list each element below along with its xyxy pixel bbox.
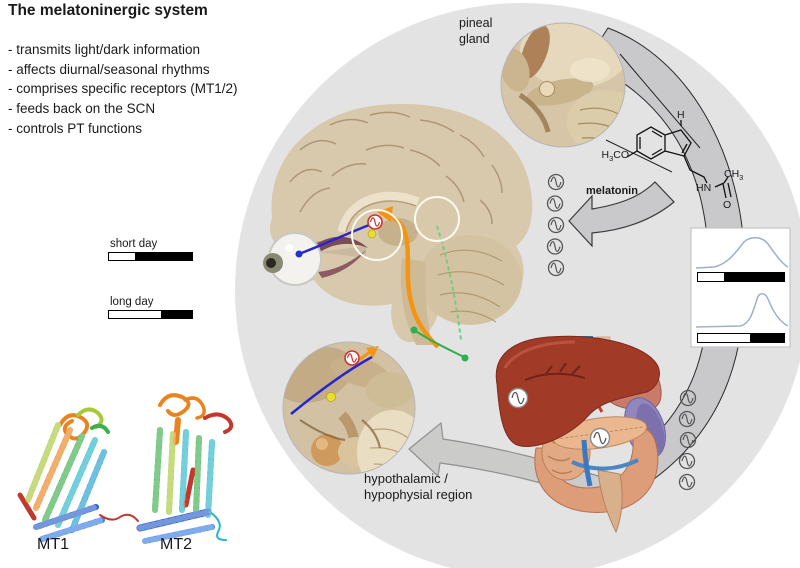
hypothalamic-inset (282, 341, 416, 475)
inset-scn-clock-icon (344, 350, 360, 366)
ring-nh-label: H (677, 109, 685, 121)
bullet-item: - affects diurnal/seasonal rhythms (8, 61, 210, 77)
melatonin-structure (626, 120, 732, 199)
long-day-bar (108, 310, 193, 319)
mt2-structure (136, 393, 234, 544)
retina-scn-tract (298, 222, 373, 256)
yellow-marker (326, 392, 336, 402)
liver-vessels (524, 362, 586, 381)
short-day-bar (108, 252, 193, 261)
long-day-label: long day (110, 296, 154, 308)
mt2-label: MT2 (160, 536, 192, 553)
mt1-label: MT1 (37, 536, 69, 553)
vein (571, 458, 639, 471)
organs-illustration (495, 335, 666, 534)
pineal-callout-line (605, 139, 673, 173)
hypothalamic-label: hypothalamic / hypophysial region (364, 471, 473, 502)
page-title: The melatoninergic system (8, 2, 208, 19)
yellow-marker (367, 229, 377, 239)
sympathetic-tract-dashed (436, 225, 462, 341)
melatonin-label: melatonin (586, 185, 638, 197)
colon (534, 428, 659, 513)
short-day-label: short day (110, 238, 158, 250)
methoxy-label: H3CO (601, 149, 629, 164)
profile-bar-long-day (697, 333, 785, 343)
hypothalamus-highlight-circle (351, 209, 403, 261)
pineal-callout-line (619, 53, 701, 149)
pancreas-clock-icon (589, 427, 611, 449)
melatonin-profile-panel (690, 227, 791, 348)
orange-arrowhead (377, 206, 393, 222)
orange-arrowhead (366, 346, 379, 358)
amide-hn-label: HN (696, 182, 712, 194)
profile-curve-long-day (695, 293, 789, 328)
bullet-item: - comprises specific receptors (MT1/2) (8, 81, 238, 97)
pupil (266, 258, 276, 268)
bullet-item: - transmits light/dark information (8, 42, 201, 57)
methyl-label: CH3 (724, 168, 744, 183)
bullet-item: - feeds back on the SCN (8, 101, 156, 117)
corpus-callosum (337, 191, 420, 234)
feedback-arrow-to-brain (568, 181, 675, 248)
light-phase (698, 273, 724, 281)
mt1-structure (17, 407, 139, 542)
light-phase (698, 334, 750, 342)
pineal-highlight-circle (414, 196, 460, 242)
pineal-inset (500, 22, 626, 148)
bullet-list: - transmits light/dark information - aff… (8, 40, 238, 139)
inset-retina-tract (290, 355, 373, 415)
scn-pineal-tract (388, 213, 440, 349)
profile-curve-short-day (695, 237, 789, 269)
scn-clock-icon (367, 214, 383, 230)
carbonyl-o-label: O (723, 199, 732, 211)
profile-bar-short-day (697, 272, 785, 282)
brain-illustration (263, 103, 533, 362)
light-phase (109, 253, 135, 260)
bullet-item: - controls PT functions (8, 120, 143, 136)
liver (495, 335, 660, 447)
sympathetic-tract (413, 329, 465, 358)
pineal-gland-label: pineal gland (459, 16, 493, 46)
liver-clock-icon (507, 387, 529, 409)
light-phase (109, 311, 162, 318)
